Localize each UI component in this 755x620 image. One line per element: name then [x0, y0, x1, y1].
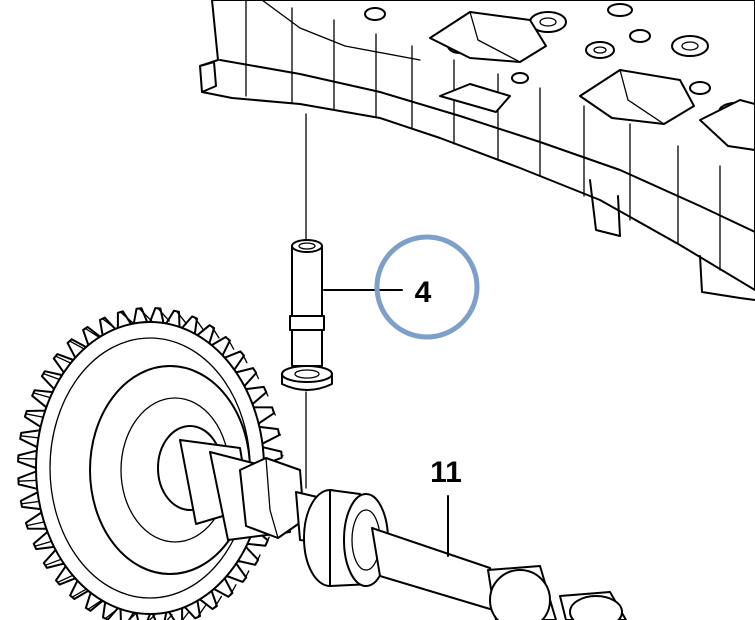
gear-tooth-face	[157, 307, 170, 322]
cylinder-head-pedestals	[429, 11, 755, 151]
gear-tooth-face	[166, 614, 173, 620]
gear-tooth-face	[138, 307, 153, 322]
cylinder-head	[199, 0, 755, 301]
gear-tooth-face	[194, 316, 204, 331]
gear-tooth-face	[280, 454, 284, 457]
callout-11-number: 11	[430, 456, 462, 489]
callout-4[interactable]: 4	[323, 234, 480, 340]
gear-tooth-face	[227, 338, 235, 350]
gear-tooth-face	[181, 610, 190, 620]
cylinder-head-bosses	[364, 3, 752, 122]
gear-tooth-face	[175, 310, 188, 325]
gear-tooth-face	[272, 409, 276, 416]
camshaft-part-11	[179, 439, 627, 620]
gear-tooth-face	[254, 370, 260, 380]
gear-tooth-face	[264, 389, 269, 397]
gear-tooth-face	[127, 611, 139, 620]
cylinder-head-ribs	[245, 0, 721, 271]
gear-tooth-face	[278, 431, 282, 436]
gear-tooth-face	[196, 604, 207, 618]
callout-4-number: 4	[415, 276, 432, 309]
callout-4-highlight-ring	[374, 234, 480, 340]
gear-tooth-face	[255, 554, 261, 564]
callout-11[interactable]: 11	[430, 456, 462, 557]
gear-tooth-face	[213, 595, 223, 609]
gear-tooth-face	[241, 352, 248, 364]
gear-tooth-face	[119, 311, 136, 326]
tappet-part-4	[281, 239, 333, 391]
gear-tooth-face	[148, 614, 156, 620]
gear-tooth-face	[229, 584, 237, 596]
gear-tooth-face	[211, 326, 220, 339]
gear-tooth-face	[243, 570, 250, 581]
gear-tooth-face	[265, 536, 270, 544]
